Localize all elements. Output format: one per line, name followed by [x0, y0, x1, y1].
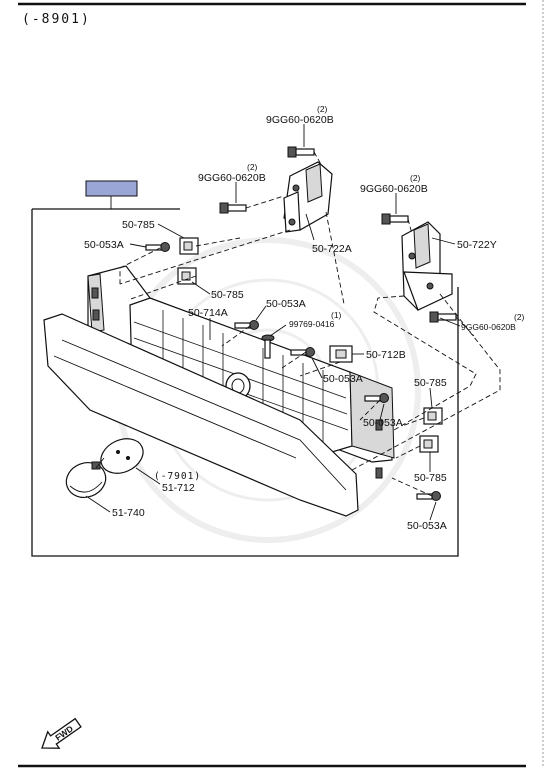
callout-screw-mid: 50-053A	[323, 373, 363, 385]
callout-emblem-clip: 50-712B	[366, 349, 406, 361]
callout-screw-right-upper: 50-053A	[363, 417, 403, 429]
callout-screw-center: 50-053A	[266, 298, 306, 310]
emblem-cover-part	[65, 461, 107, 498]
bracket-left-part	[283, 161, 333, 233]
callout-clip-top-left: 50-785	[122, 219, 155, 231]
header-range: (-8901)	[22, 12, 91, 27]
callout-grille: 50-714A	[188, 307, 228, 319]
assembly-badge	[85, 180, 138, 197]
callout-screw-right-lower: 50-053A	[407, 520, 447, 532]
callout-bolt-right-lower: 9GG60-0620B	[461, 322, 516, 332]
callout-bolt-top-center: 9GG60-0620B	[266, 114, 334, 126]
note-date-range: (-7901)	[154, 471, 201, 482]
screw-center	[234, 320, 259, 330]
callout-clip-right-upper: 50-785	[414, 377, 447, 389]
callout-clip-right-lower: 50-785	[414, 472, 447, 484]
alignment-lines	[95, 151, 501, 497]
callout-bracket-left: 50-722A	[312, 243, 352, 255]
callout-bolt-right-qty: (2)	[410, 173, 421, 183]
assembly-frame	[31, 196, 459, 557]
screw-right-upper	[364, 393, 389, 403]
callout-bracket-right: 50-722Y	[457, 239, 497, 251]
fwd-arrow: FWD	[41, 717, 82, 749]
callout-clip-left-lower: 50-785	[211, 289, 244, 301]
clip-right-upper	[423, 407, 443, 425]
bolt-right	[381, 213, 409, 225]
leader-lines	[85, 124, 461, 521]
bolt-left	[219, 202, 247, 214]
bracket-right-part	[401, 221, 453, 311]
callout-bolt-right-lower-qty: (2)	[514, 312, 525, 322]
screw-top-left	[145, 242, 170, 252]
fastener-center	[261, 334, 275, 359]
clip-top-left	[179, 237, 199, 255]
emblem-base-part	[100, 438, 144, 474]
callout-fastener-qty: (1)	[331, 310, 342, 320]
callout-bolt-left-qty: (2)	[247, 162, 258, 172]
screw-right-lower	[416, 491, 441, 501]
grille-part	[87, 265, 395, 479]
callout-bolt-top-center-qty: (2)	[317, 104, 328, 114]
bolt-right-lower	[429, 311, 457, 323]
callout-screw-top-left: 50-053A	[84, 239, 124, 251]
screw-mid	[290, 347, 315, 357]
emblem-clip	[329, 345, 353, 363]
clip-right-lower	[419, 435, 439, 453]
callout-bolt-left: 9GG60-0620B	[198, 172, 266, 184]
callout-emblem-base: 51-712	[162, 482, 195, 494]
bolt-top-center	[287, 146, 315, 158]
lower-panel	[43, 313, 359, 517]
callout-bolt-right: 9GG60-0620B	[360, 183, 428, 195]
callout-fastener: 99769-0416	[289, 319, 335, 329]
callout-emblem-cover: 51-740	[112, 507, 145, 519]
